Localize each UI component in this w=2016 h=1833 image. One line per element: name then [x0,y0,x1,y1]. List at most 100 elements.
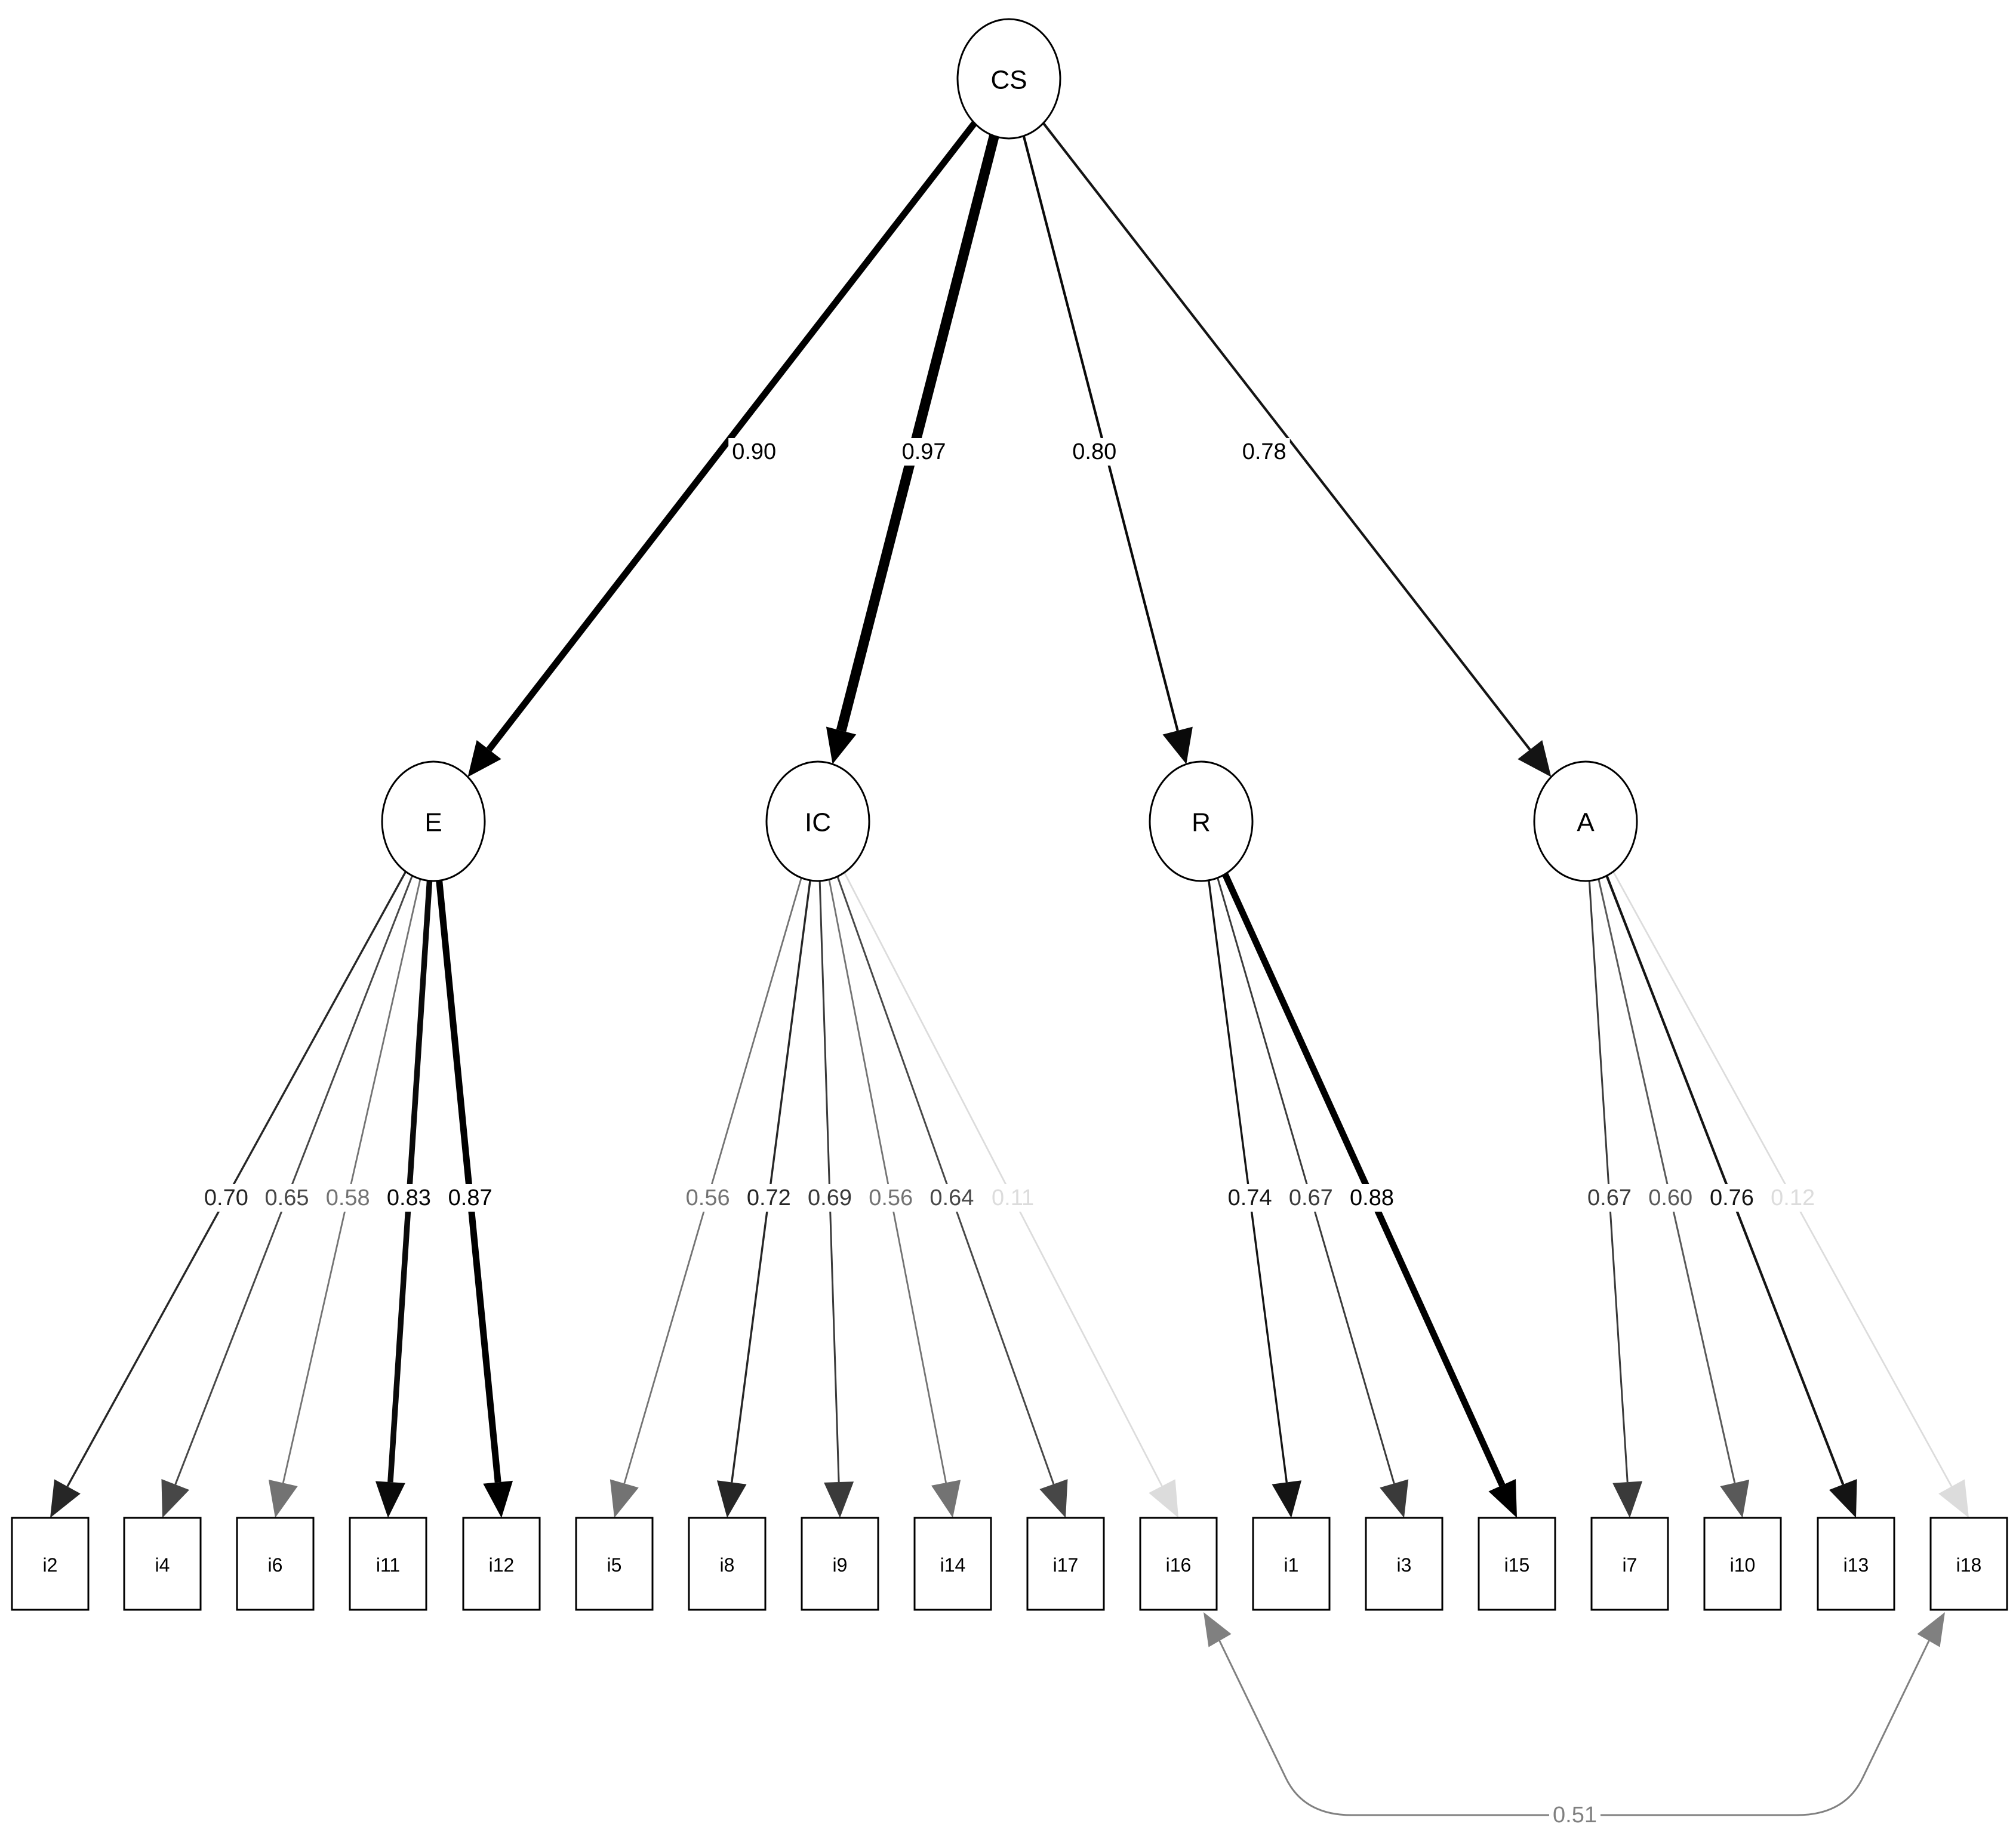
path-e-to-i11-label: 0.83 [387,1185,431,1210]
indicator-node-i10: i10 [1703,1517,1782,1611]
latent-node-a: A [1533,760,1638,882]
path-a-to-i18-label-bg [1767,1184,1819,1212]
path-ic-to-i16-arrowhead [1149,1479,1178,1518]
path-e-to-i2-arrowhead [50,1479,81,1518]
path-r-to-i3-label-bg [1285,1184,1337,1212]
indicator-box-i13 [1817,1517,1895,1611]
latent-node-ic: IC [765,760,870,882]
path-a-to-i7-arrowhead [1612,1481,1643,1518]
path-e-to-i11-label-bg [383,1184,435,1212]
covariance-i16-i18-label-bg [1549,1801,1601,1829]
covariance-i16-i18-curve [1215,1634,1933,1816]
indicator-box-i5 [575,1517,654,1611]
latent-label-ic: IC [805,808,831,837]
path-e-to-i4-arrowhead [161,1479,190,1518]
indicator-node-i1: i1 [1252,1517,1331,1611]
latent-label-cs: CS [990,66,1027,95]
path-e-to-i2-line [66,871,407,1487]
path-cs-to-ic-label: 0.97 [902,439,946,464]
path-e-to-i4-label-bg [261,1184,313,1212]
path-cs-to-a-arrowhead [1518,740,1552,777]
indicator-label-i12: i12 [489,1554,515,1576]
indicator-node-i4: i4 [123,1517,202,1611]
indicator-box-i10 [1703,1517,1782,1611]
indicator-node-i14: i14 [913,1517,992,1611]
indicator-label-i18: i18 [1956,1554,1982,1576]
indicator-box-i12 [462,1517,541,1611]
path-a-to-i10-label-bg [1645,1184,1697,1212]
path-e-to-i11-arrowhead [375,1481,405,1518]
path-cs-to-ic-line [836,134,999,732]
path-cs-to-r-arrowhead [1162,726,1193,765]
latent-label-r: R [1192,808,1211,837]
path-ic-to-i17-label: 0.64 [929,1185,974,1210]
path-ic-to-i16-line [844,872,1163,1487]
path-r-to-i15-label-bg [1346,1184,1398,1212]
path-a-to-i7-line [1588,880,1629,1483]
path-a-to-i10-label: 0.60 [1648,1185,1692,1210]
path-a-to-i13-label-bg [1706,1184,1758,1212]
covariance-i16-i18-arrowhead-right [1917,1612,1945,1647]
indicator-box-i18 [1929,1517,2008,1611]
indicator-label-i8: i8 [720,1554,735,1576]
indicator-node-i8: i8 [688,1517,767,1611]
path-e-to-i6-label: 0.58 [326,1185,370,1210]
indicator-node-i9: i9 [801,1517,879,1611]
path-e-to-i12-label: 0.87 [448,1185,493,1210]
indicator-label-i17: i17 [1053,1554,1079,1576]
path-ic-to-i9-line [818,880,840,1483]
path-ic-to-i9-label-bg [804,1184,855,1212]
path-r-to-i3-line [1217,877,1395,1484]
path-ic-to-i8-line [731,880,811,1483]
latent-node-cs: CS [956,18,1061,140]
path-r-to-i1-line [1208,880,1288,1483]
path-r-to-i15-arrowhead [1488,1479,1517,1518]
covariance-i16-i18-arrowhead-left [1204,1612,1232,1647]
latent-node-e: E [381,760,486,882]
path-e-to-i4-line [174,875,413,1485]
indicator-node-i3: i3 [1365,1517,1443,1611]
covariance-i16-i18-label: 0.51 [1553,1803,1597,1828]
path-ic-to-i14-label: 0.56 [869,1185,913,1210]
path-ic-to-i16-label: 0.11 [992,1185,1034,1210]
indicator-box-i11 [349,1517,427,1611]
path-a-to-i7-label: 0.67 [1587,1185,1632,1210]
indicator-node-i6: i6 [236,1517,315,1611]
indicator-box-i7 [1590,1517,1669,1611]
path-r-to-i15-line [1222,873,1506,1487]
path-a-to-i13-line [1605,875,1845,1485]
path-cs-to-r-label-bg [1069,438,1121,466]
path-r-to-i1-label-bg [1224,1184,1276,1212]
indicator-box-i8 [688,1517,767,1611]
latent-label-e: E [424,808,442,837]
path-a-to-i18-label: 0.12 [1771,1185,1815,1210]
indicator-node-i11: i11 [349,1517,427,1611]
latent-label-a: A [1577,808,1595,837]
path-e-to-i12-line [436,880,501,1483]
latent-ellipse-r [1149,760,1254,882]
indicator-label-i10: i10 [1730,1554,1756,1576]
indicator-label-i13: i13 [1843,1554,1869,1576]
path-ic-to-i17-line [836,876,1055,1484]
indicator-node-i13: i13 [1817,1517,1895,1611]
path-a-to-i13-label: 0.76 [1710,1185,1754,1210]
path-cs-to-r-label: 0.80 [1072,439,1116,464]
path-cs-to-a-label-bg [1238,438,1290,466]
indicator-box-i2 [11,1517,90,1611]
indicator-label-i7: i7 [1623,1554,1638,1576]
latent-ellipse-ic [765,760,870,882]
path-ic-to-i17-label-bg [926,1184,978,1212]
indicator-box-i14 [913,1517,992,1611]
latent-ellipse-e [381,760,486,882]
path-e-to-i6-line [282,879,421,1483]
path-ic-to-i8-arrowhead [716,1480,747,1518]
indicator-label-i2: i2 [43,1554,58,1576]
indicator-label-i11: i11 [376,1554,400,1576]
indicator-node-i18: i18 [1929,1517,2008,1611]
path-cs-to-ic-arrowhead [826,726,857,765]
indicator-box-i9 [801,1517,879,1611]
path-a-to-i10-arrowhead [1720,1479,1750,1518]
indicator-label-i6: i6 [268,1554,283,1576]
